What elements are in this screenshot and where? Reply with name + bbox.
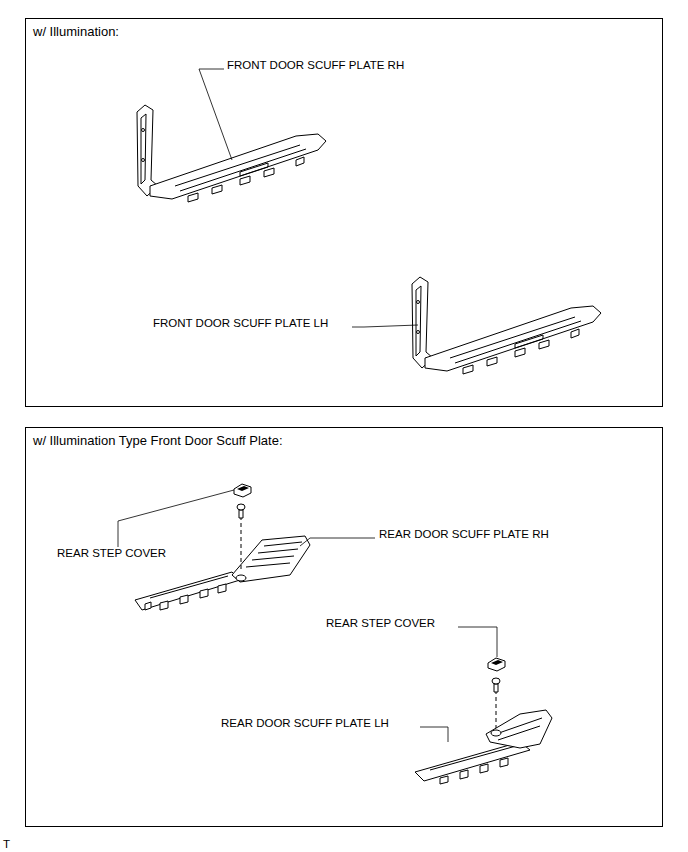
part-label: REAR DOOR SCUFF PLATE LH [221, 717, 389, 730]
front-scuff-plate-lh [412, 277, 601, 374]
leader-line [199, 69, 232, 160]
leader-line [352, 325, 418, 327]
panel-heading: w/ Illumination Type Front Door Scuff Pl… [26, 428, 290, 453]
leader-line [118, 490, 234, 547]
leader-line [300, 538, 375, 546]
screw [492, 678, 500, 728]
rear-step-cover [234, 484, 251, 497]
rear-step-cover [488, 658, 505, 671]
leader-line [458, 627, 497, 657]
part-label: REAR STEP COVER [57, 547, 166, 560]
part-label: REAR STEP COVER [326, 617, 435, 630]
panel-heading: w/ Illumination: [26, 19, 126, 44]
front-scuff-plate-rh [137, 105, 326, 202]
part-label: FRONT DOOR SCUFF PLATE RH [227, 59, 404, 72]
rear-scuff-plate-lh [415, 710, 552, 784]
screw [237, 504, 245, 572]
part-label: REAR DOOR SCUFF PLATE RH [379, 528, 549, 541]
leader-line [420, 727, 448, 742]
figure-code: T [3, 838, 10, 851]
option-panel: w/ Illumination: [25, 18, 663, 407]
part-label: FRONT DOOR SCUFF PLATE LH [153, 317, 328, 330]
